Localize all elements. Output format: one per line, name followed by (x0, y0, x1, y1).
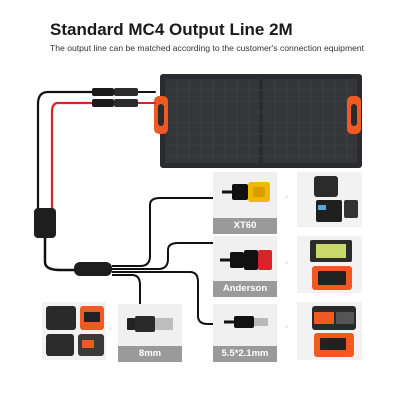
splitter-hub (74, 262, 112, 276)
output-cables (112, 197, 220, 325)
device-card-4 (42, 302, 106, 360)
device-card-1 (297, 172, 362, 227)
anderson-plug-icon (220, 250, 272, 270)
page-subtitle: The output line can be matched according… (50, 43, 365, 53)
arrow-right-icon: › (285, 322, 289, 331)
device-card-3 (297, 302, 362, 360)
mc4-connectors (92, 88, 138, 107)
anderson-label: Anderson (213, 281, 277, 297)
xt60-label: XT60 (213, 218, 277, 234)
arrow-left-icon: ‹ (109, 324, 113, 333)
solar-panel (154, 74, 362, 168)
xt60-plug-icon (222, 182, 270, 202)
dc-5521-plug-icon (224, 316, 268, 328)
page-title: Standard MC4 Output Line 2M (50, 20, 293, 39)
mc4-wires (36, 90, 156, 210)
dc-5521-label: 5.5*2.1mm (213, 346, 277, 362)
arrow-right-icon: › (285, 192, 289, 201)
device-card-2 (297, 236, 362, 293)
dc-8mm-label: 8mm (118, 346, 182, 362)
dc-8mm-plug-icon (127, 316, 173, 332)
arrow-right-icon: › (285, 258, 289, 267)
y-adapter (34, 208, 56, 238)
